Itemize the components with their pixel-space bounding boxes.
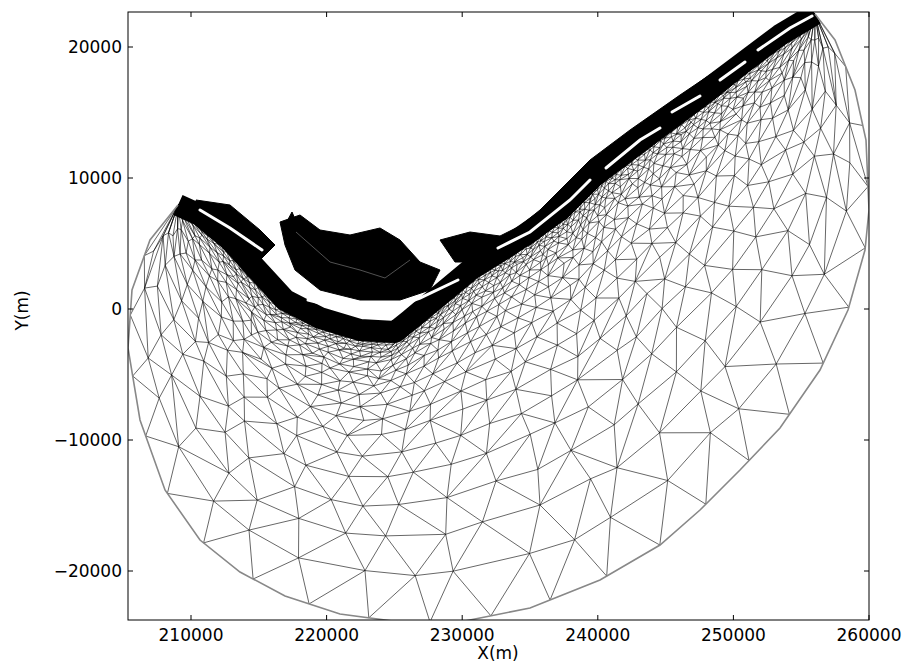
barrier-island: [308, 300, 378, 312]
tick-mark: [864, 571, 869, 572]
tick-mark: [864, 440, 869, 441]
barrier-island: [606, 128, 660, 168]
tick-label: 0: [111, 301, 122, 318]
barrier-island: [392, 280, 458, 308]
tick-mark: [597, 12, 598, 17]
tick-mark: [191, 12, 192, 17]
tick-mark: [733, 615, 734, 620]
tick-label: 260000: [837, 627, 902, 644]
tick-mark: [864, 47, 869, 48]
barrier-island: [498, 180, 590, 248]
tick-label: 230000: [430, 627, 495, 644]
tick-label: 10000: [68, 170, 122, 187]
tick-mark: [128, 178, 133, 179]
mesh-lines: [296, 232, 410, 278]
dense-coastal-mesh: [196, 200, 275, 262]
mesh: [128, 14, 869, 620]
axis-title: X(m): [477, 645, 518, 662]
tick-mark: [128, 309, 133, 310]
barrier-island: [672, 96, 700, 112]
barrier-island: [200, 210, 262, 250]
dense-coastal-mesh: [280, 215, 440, 300]
tick-mark: [597, 615, 598, 620]
tick-mark: [128, 47, 133, 48]
outer-boundary: [128, 14, 869, 620]
tick-mark: [869, 12, 870, 17]
tick-mark: [191, 615, 192, 620]
dense-coastal-mesh: [285, 212, 298, 226]
tick-label: −10000: [54, 432, 122, 449]
axis-title: Y(m): [14, 290, 31, 330]
barrier-island: [720, 62, 745, 80]
tick-label: 220000: [294, 627, 359, 644]
tick-mark: [326, 615, 327, 620]
tick-label: 250000: [701, 627, 766, 644]
mesh-lines: [130, 14, 868, 620]
tick-mark: [326, 12, 327, 17]
tick-mark: [462, 615, 463, 620]
tick-label: 240000: [565, 627, 630, 644]
axes-frame: [128, 12, 869, 620]
tick-mark: [864, 178, 869, 179]
tick-mark: [128, 571, 133, 572]
dense-coastal-mesh: [440, 22, 800, 262]
tick-label: −20000: [54, 563, 122, 580]
tick-label: 20000: [68, 39, 122, 56]
tick-mark: [733, 12, 734, 17]
tick-mark: [869, 615, 870, 620]
tick-mark: [128, 440, 133, 441]
axis-ticks: [128, 12, 869, 620]
tick-mark: [462, 12, 463, 17]
tick-mark: [864, 309, 869, 310]
barrier-island: [758, 16, 812, 50]
tick-label: 210000: [159, 627, 224, 644]
